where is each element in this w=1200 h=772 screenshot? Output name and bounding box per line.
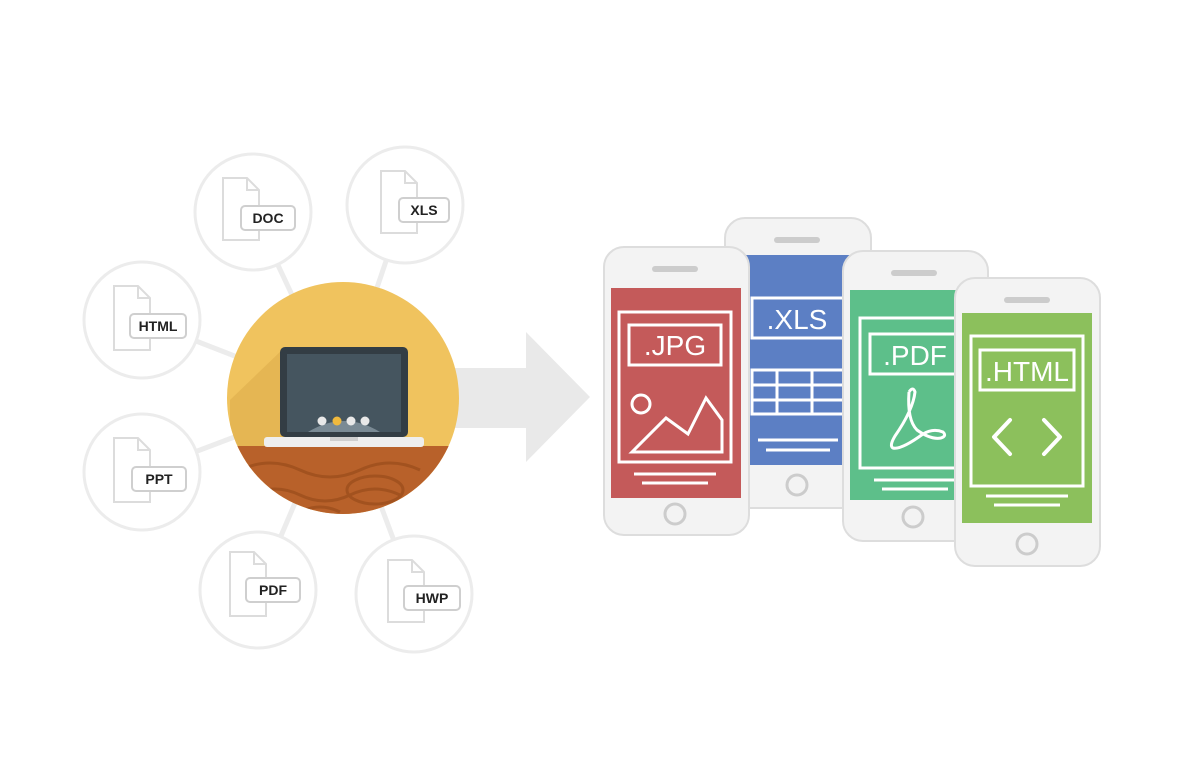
image-landscape-icon [628, 393, 724, 454]
source-label-html: HTML [139, 318, 178, 334]
format-tag [129, 313, 187, 339]
phone-speaker [1004, 297, 1050, 303]
source-node-ppt: PPT [82, 412, 202, 532]
format-tag [131, 466, 187, 492]
source-label-pdf: PDF [259, 582, 287, 598]
source-node-html: HTML [82, 260, 202, 380]
phone-speaker [774, 237, 820, 243]
source-node-xls: XLS [345, 145, 465, 265]
phone-home-button [1015, 532, 1039, 556]
phone-screen [962, 313, 1092, 523]
phone-home-button [785, 473, 809, 497]
output-label-pdf: .PDF [883, 340, 947, 371]
phone-screen [745, 255, 851, 465]
output-label-xls: .XLS [767, 304, 828, 335]
laptop-on-desk-icon [227, 282, 459, 514]
output-label-html: .HTML [985, 356, 1069, 387]
output-phone-html: .HTML [954, 277, 1101, 567]
acrobat-icon [889, 387, 947, 450]
phone-screen [611, 288, 741, 498]
format-tag [398, 197, 450, 223]
code-brackets-icon [992, 418, 1062, 456]
phone-home-button [663, 502, 687, 526]
source-label-xls: XLS [410, 202, 437, 218]
output-phone-jpg: .JPG [603, 246, 750, 536]
format-tag [403, 585, 461, 611]
phone-speaker [652, 266, 698, 272]
source-node-pdf: PDF [198, 530, 318, 650]
source-node-hwp: HWP [354, 534, 474, 654]
phone-speaker [891, 270, 937, 276]
convert-arrow-icon [440, 332, 590, 462]
format-tag [245, 577, 301, 603]
output-label-jpg: .JPG [644, 330, 706, 361]
format-tag [240, 205, 296, 231]
source-node-doc: DOC [193, 152, 313, 272]
source-label-ppt: PPT [145, 471, 173, 487]
source-label-doc: DOC [252, 210, 283, 226]
output-phone-xls: .XLS [724, 217, 872, 509]
phone-home-button [901, 505, 925, 529]
source-label-hwp: HWP [416, 590, 449, 606]
